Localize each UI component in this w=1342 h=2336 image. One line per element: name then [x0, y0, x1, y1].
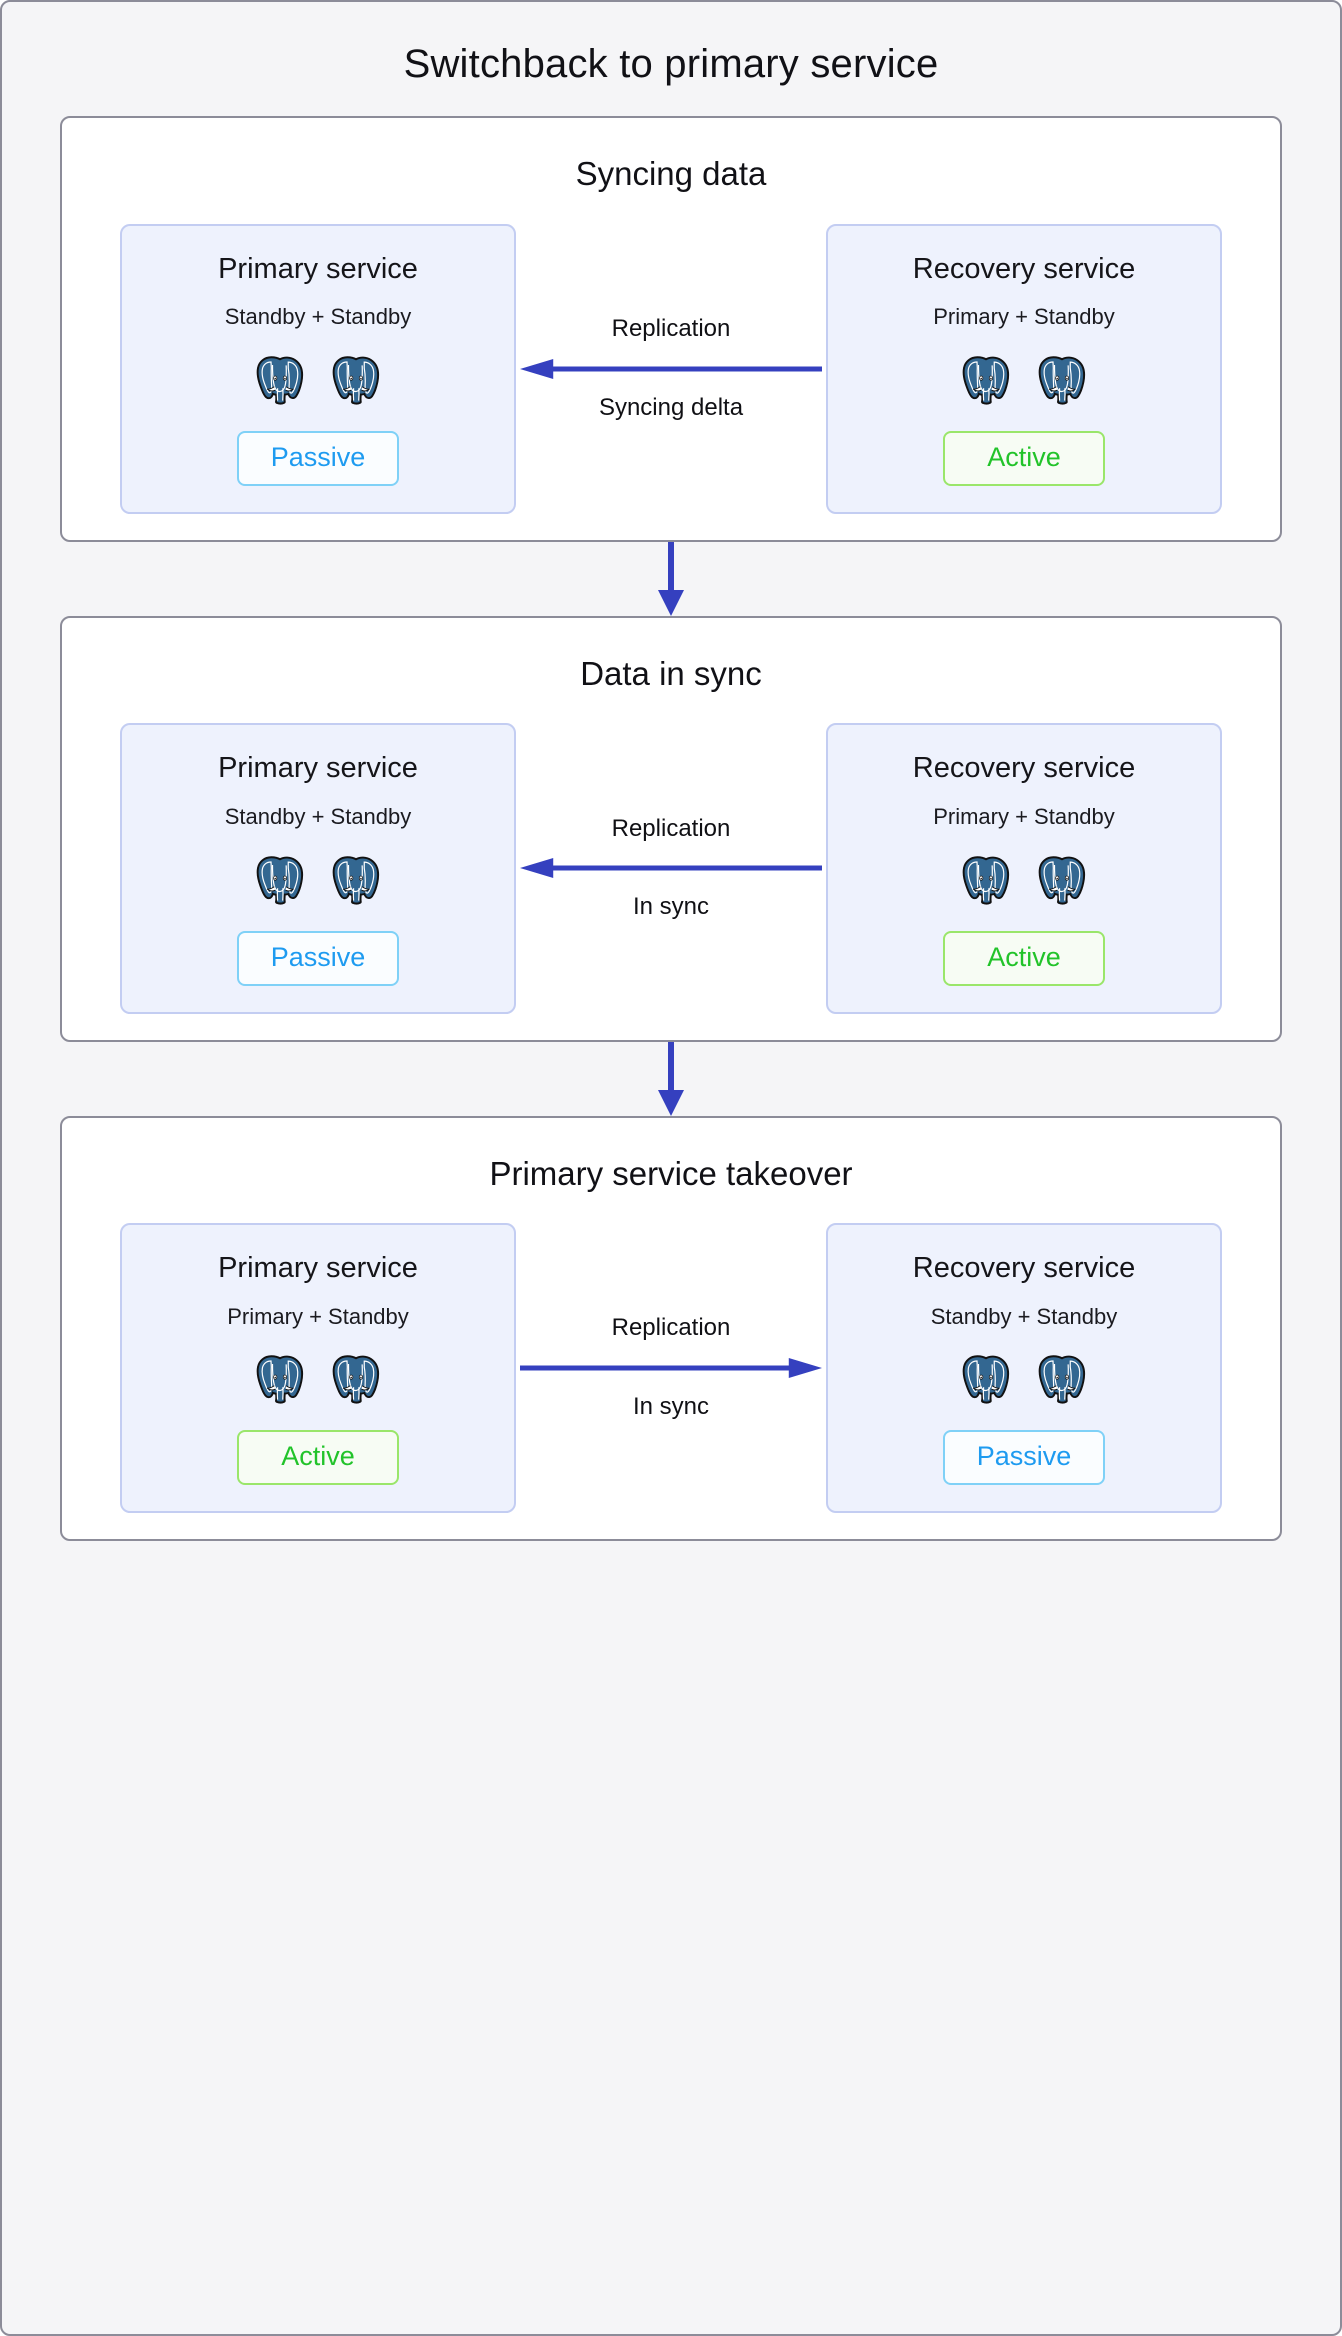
status-badge: Active [943, 430, 1105, 486]
service-roles: Primary + Standby [227, 1303, 409, 1329]
service-box-left[interactable]: Primary service Standby + Standby Passiv… [120, 223, 516, 514]
diagram-title: Switchback to primary service [403, 42, 939, 86]
postgresql-elephant-icon [1038, 1355, 1086, 1404]
stage-panel-3: Primary service takeover Primary service… [60, 1115, 1282, 1542]
service-name: Primary service [218, 752, 418, 785]
status-badge: Passive [943, 1430, 1105, 1486]
service-roles: Standby + Standby [930, 1303, 1118, 1329]
status-badge: Passive [237, 930, 399, 986]
service-name: Recovery service [912, 252, 1136, 285]
service-box-right[interactable]: Recovery service Standby + Standby Passi… [826, 1223, 1222, 1514]
postgresql-elephant-icon [256, 1355, 304, 1404]
postgresql-elephant-icon [962, 855, 1010, 905]
panel-title: Data in sync [580, 654, 762, 692]
node-row [256, 855, 380, 905]
status-badge: Passive [237, 430, 399, 486]
panel-title: Syncing data [575, 155, 767, 192]
replication-link: Replication In sync [516, 723, 826, 1013]
replication-arrow [520, 1357, 822, 1379]
panels-container: Syncing data Primary service Standby + S… [2, 116, 1340, 1542]
status-badge: Active [943, 930, 1105, 986]
service-name: Recovery service [912, 752, 1136, 785]
link-label-top: Replication [611, 814, 731, 842]
flow-arrow-2 [656, 1041, 686, 1116]
arrow-right-icon [520, 1358, 822, 1379]
postgresql-elephant-icon [1038, 855, 1086, 905]
service-box-left[interactable]: Primary service Primary + Standby Active [120, 1223, 516, 1514]
service-box-right[interactable]: Recovery service Primary + Standby Activ… [826, 723, 1222, 1014]
link-label-bottom: Syncing delta [598, 393, 744, 421]
arrow-down-icon [658, 1041, 684, 1116]
stage-panel-2: Data in sync Primary service Standby + S… [60, 615, 1282, 1042]
postgresql-elephant-icon [332, 1355, 380, 1404]
service-box-right[interactable]: Recovery service Primary + Standby Activ… [826, 223, 1222, 514]
link-label-bottom: In sync [632, 893, 710, 921]
replication-arrow [520, 857, 822, 879]
postgresql-elephant-icon [332, 356, 380, 405]
arrow-left-icon [520, 858, 822, 879]
status-badge: Active [237, 1430, 399, 1486]
panel-body: Primary service Primary + Standby Active… [62, 1223, 1280, 1514]
postgresql-elephant-icon [332, 855, 380, 905]
postgresql-elephant-icon [962, 1355, 1010, 1404]
arrow-down-icon [658, 541, 684, 616]
service-roles: Primary + Standby [933, 804, 1115, 830]
service-roles: Standby + Standby [224, 804, 412, 830]
service-name: Recovery service [912, 1252, 1136, 1285]
link-label-bottom: In sync [632, 1393, 710, 1421]
link-label-top: Replication [611, 1314, 731, 1342]
flow-arrow-1 [656, 541, 686, 616]
node-row [962, 855, 1086, 905]
arrow-left-icon [520, 358, 822, 379]
stage-panel-1: Syncing data Primary service Standby + S… [60, 116, 1282, 542]
postgresql-elephant-icon [256, 855, 304, 905]
panel-body: Primary service Standby + Standby Passiv… [62, 723, 1280, 1014]
node-row [962, 1354, 1086, 1404]
replication-arrow [520, 358, 822, 380]
replication-link: Replication In sync [516, 1223, 826, 1513]
service-roles: Standby + Standby [224, 304, 412, 330]
service-name: Primary service [218, 252, 418, 285]
replication-link: Replication Syncing delta [516, 224, 826, 514]
postgresql-elephant-icon [1038, 356, 1086, 405]
node-row [962, 355, 1086, 405]
panel-body: Primary service Standby + Standby Passiv… [62, 223, 1280, 514]
postgresql-elephant-icon [256, 356, 304, 405]
postgresql-elephant-icon [962, 356, 1010, 405]
node-row [256, 355, 380, 405]
service-name: Primary service [218, 1252, 418, 1285]
service-roles: Primary + Standby [933, 304, 1115, 330]
panel-title: Primary service takeover [489, 1154, 853, 1192]
service-box-left[interactable]: Primary service Standby + Standby Passiv… [120, 723, 516, 1014]
link-label-top: Replication [611, 314, 731, 342]
node-row [256, 1354, 380, 1404]
